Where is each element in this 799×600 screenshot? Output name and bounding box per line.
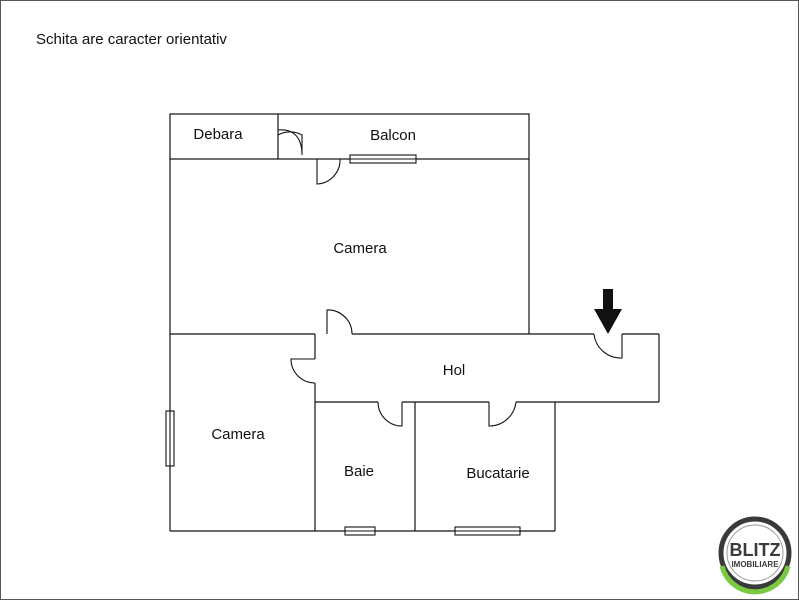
door-entrance (593, 333, 623, 359)
room-label-camera-top: Camera (333, 240, 387, 257)
room-label-baie: Baie (344, 463, 374, 480)
door-baie (377, 401, 403, 427)
disclaimer-note: Schita are caracter orientativ (36, 31, 227, 48)
room-label-debara: Debara (193, 126, 243, 143)
doors (277, 129, 623, 427)
door-camera-left (290, 358, 316, 384)
door-debara-arc (277, 129, 303, 153)
room-label-bucatarie: Bucatarie (466, 465, 529, 482)
door-bucatarie (488, 401, 517, 427)
walls (169, 113, 660, 532)
room-label-balcon: Balcon (370, 127, 416, 144)
door-debara (277, 131, 303, 155)
windows (165, 154, 521, 536)
door-camera-top (326, 309, 353, 335)
blitz-logo: BLITZ IMOBILIARE (718, 516, 792, 595)
logo-sub: IMOBILIARE (731, 560, 779, 569)
logo-name: BLITZ (730, 540, 781, 560)
room-label-hol: Hol (443, 362, 466, 379)
door-balcon (316, 158, 341, 185)
entrance-arrow-icon (594, 289, 622, 334)
room-label-camera-left: Camera (211, 426, 265, 443)
